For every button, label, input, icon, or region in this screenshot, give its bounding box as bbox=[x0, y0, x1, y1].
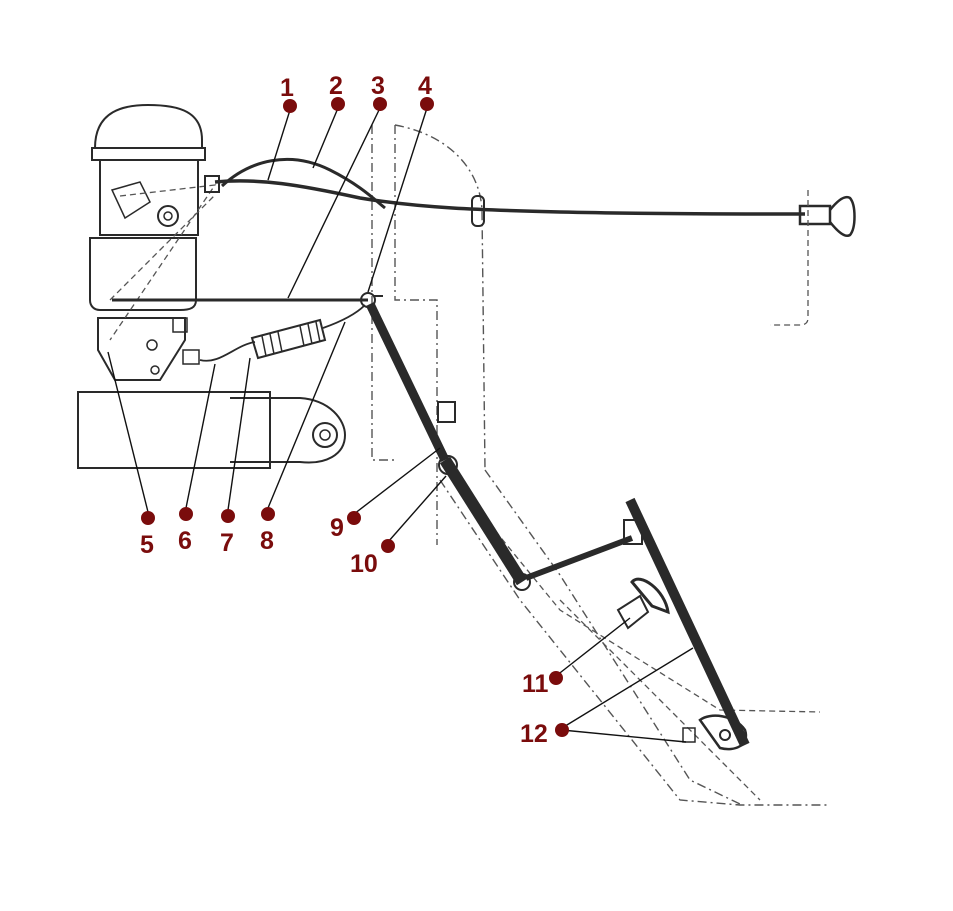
callout-10: 10 bbox=[350, 539, 395, 578]
callout-label-6: 6 bbox=[178, 527, 192, 555]
callout-label-2: 2 bbox=[329, 72, 343, 100]
accelerator-pedal bbox=[616, 497, 750, 751]
callout-label-12: 12 bbox=[520, 720, 548, 748]
cables bbox=[204, 157, 856, 326]
throttle-linkage bbox=[112, 292, 643, 591]
callout-dot-4 bbox=[420, 97, 434, 111]
callout-dot-1 bbox=[283, 99, 297, 113]
callout-label-9: 9 bbox=[330, 514, 344, 542]
callout-dot-7 bbox=[221, 509, 235, 523]
callout-label-11: 11 bbox=[522, 670, 549, 698]
callout-4: 4 bbox=[418, 72, 434, 111]
callout-label-10: 10 bbox=[350, 550, 378, 578]
callout-dot-10 bbox=[381, 539, 395, 553]
callout-dot-3 bbox=[373, 97, 387, 111]
callout-label-1: 1 bbox=[280, 74, 294, 102]
callout-label-7: 7 bbox=[220, 529, 234, 557]
callout-8: 8 bbox=[260, 507, 275, 555]
callout-5: 5 bbox=[140, 511, 155, 559]
callout-7: 7 bbox=[220, 509, 235, 557]
callout-3: 3 bbox=[371, 72, 387, 111]
callout-label-4: 4 bbox=[418, 72, 432, 100]
callout-label-3: 3 bbox=[371, 72, 385, 100]
callout-1: 1 bbox=[280, 74, 297, 113]
callout-2: 2 bbox=[329, 72, 345, 111]
callout-12: 12 bbox=[520, 720, 569, 748]
callout-dot-8 bbox=[261, 507, 275, 521]
callout-dot-11 bbox=[549, 671, 563, 685]
callout-dot-12 bbox=[555, 723, 569, 737]
body-outline bbox=[371, 124, 830, 806]
callout-9: 9 bbox=[330, 511, 361, 542]
callout-dot-9 bbox=[347, 511, 361, 525]
callout-label-5: 5 bbox=[140, 531, 154, 559]
callout-11: 11 bbox=[522, 670, 563, 698]
callout-dot-6 bbox=[179, 507, 193, 521]
callout-label-8: 8 bbox=[260, 527, 274, 555]
callout-dot-2 bbox=[331, 97, 345, 111]
carburetor-assembly bbox=[77, 103, 347, 469]
callouts: 1 2 3 4 5 6 7 8 bbox=[140, 72, 569, 748]
callout-6: 6 bbox=[178, 507, 193, 555]
callout-dot-5 bbox=[141, 511, 155, 525]
leader-lines bbox=[107, 107, 694, 743]
